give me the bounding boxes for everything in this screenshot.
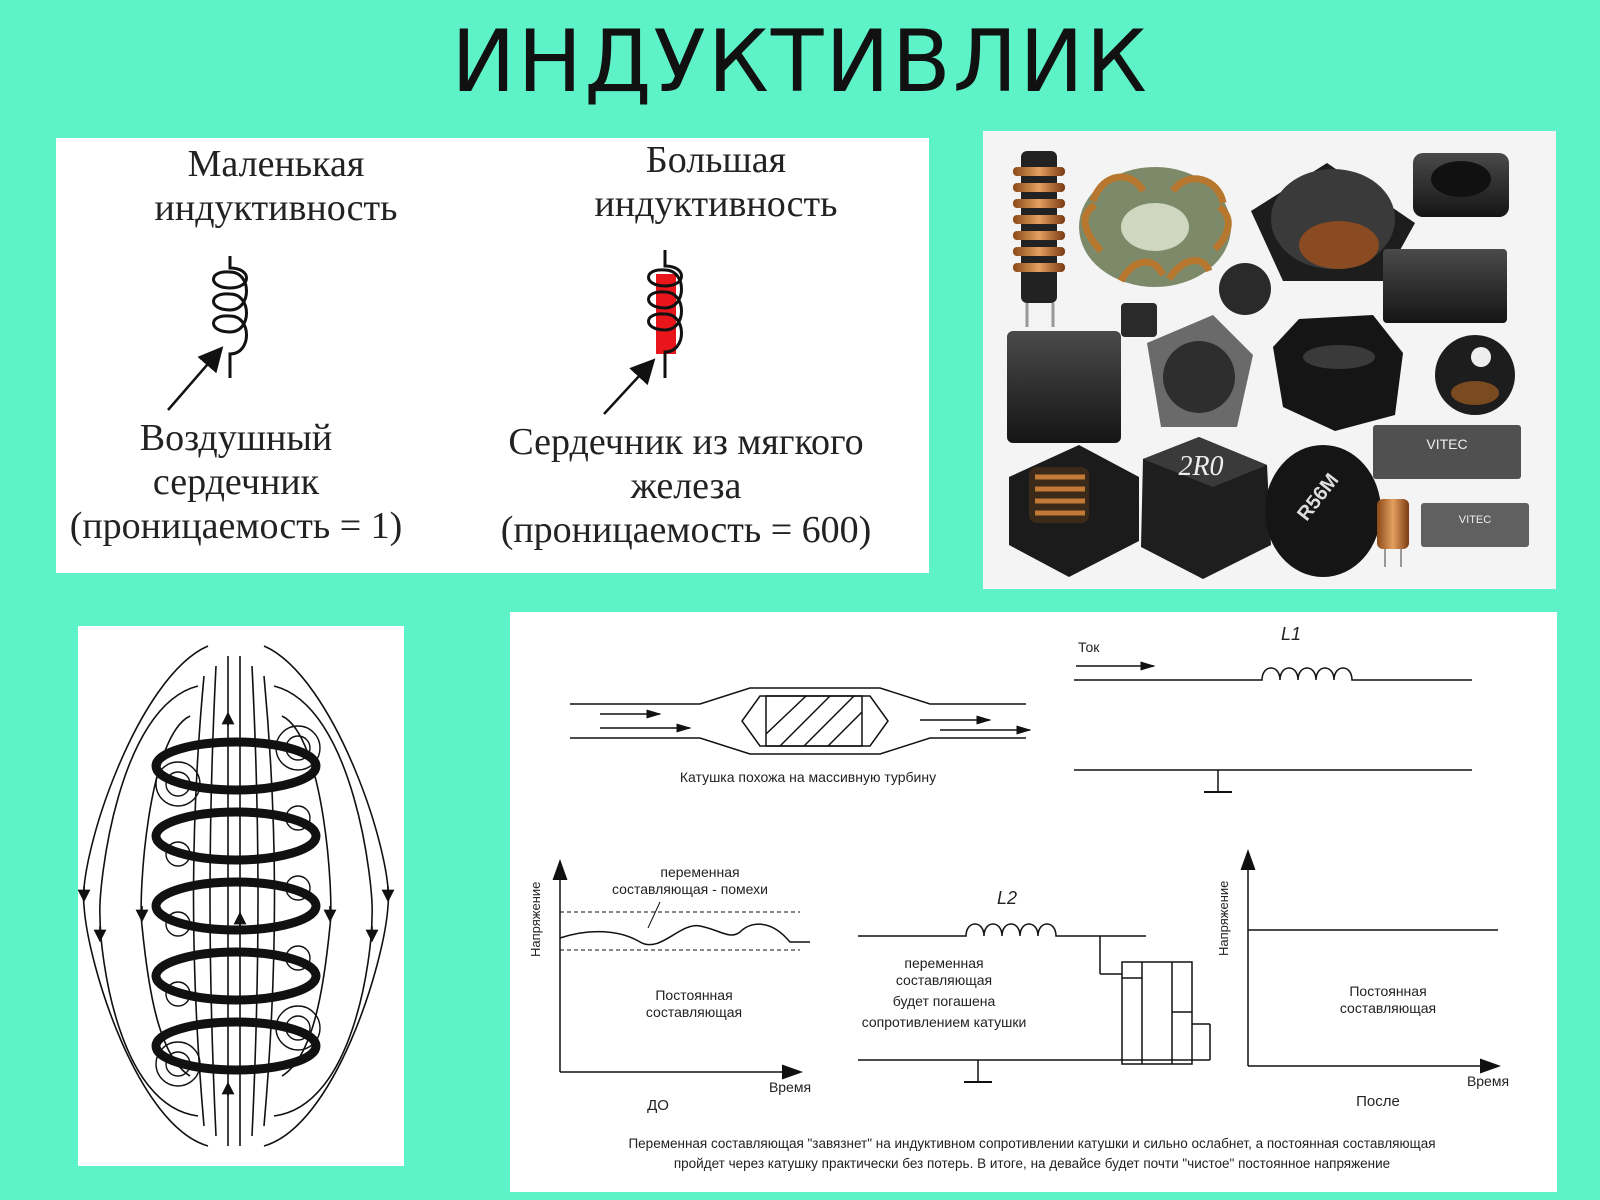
graph-before-axes	[552, 859, 803, 1080]
inductor-components-illustration: 2R0 R56M VITEC VITEC	[1007, 151, 1529, 579]
dc-label-after-1: Постоянная	[1349, 983, 1426, 999]
field-arrows	[78, 711, 395, 1096]
air-core-inductor-symbol	[212, 256, 248, 378]
filter-circuit-drawing: Катушка похожа на массивную турбину Ток …	[528, 624, 1509, 1171]
tiny-inductor	[1121, 303, 1157, 337]
turbine-caption: Катушка похожа на массивную турбину	[680, 769, 936, 785]
magnetic-field-drawing	[78, 645, 395, 1147]
wire-circles	[155, 725, 321, 1087]
graph-after-caption: После	[1356, 1093, 1400, 1110]
noise-pointer	[647, 901, 661, 929]
noise-wave	[559, 923, 810, 946]
svg-text:2R0: 2R0	[1178, 451, 1223, 482]
svg-text:VITEC: VITEC	[1426, 436, 1467, 452]
graph-before-xlabel: Время	[769, 1079, 811, 1095]
dc-label-after-2: составляющая	[1340, 1000, 1436, 1016]
open-frame-inductor	[1009, 445, 1139, 577]
graph-after-ylabel: Напряжение	[1216, 881, 1231, 956]
octagon-inductor	[1273, 315, 1403, 431]
small-radial-inductor	[1377, 499, 1409, 567]
graph-before-dashed	[560, 911, 800, 951]
l2-circuit	[858, 923, 1211, 1083]
graph-after-axes	[1240, 849, 1501, 1074]
small-inductance-label: Маленькая индуктивность	[154, 143, 398, 229]
l2-label: L2	[997, 888, 1017, 908]
ac-noise-label-2: составляющая - помехи	[612, 881, 768, 897]
page-title: ИНДУКТИВЛИК	[451, 12, 1149, 112]
iron-core-arrow	[603, 358, 656, 415]
ac-noise-label-1: переменная	[660, 864, 739, 880]
vitec-module: VITEC	[1373, 425, 1521, 479]
large-inductance-label: Большая индуктивность	[594, 139, 838, 225]
iron-core-label: Сердечник из мягкого железа (проницаемос…	[500, 421, 872, 551]
footer-line-2: пройдет через катушку практически без по…	[674, 1156, 1390, 1171]
rod-inductor	[1013, 151, 1065, 327]
small-vitec-module: VITEC	[1421, 503, 1529, 547]
toroid-choke	[1079, 167, 1232, 287]
coil-turns	[151, 737, 321, 1075]
inductor-symbols-drawing	[167, 250, 683, 415]
graph-before-ylabel: Напряжение	[528, 882, 543, 957]
cube-inductor-2r0: 2R0	[1141, 437, 1271, 579]
iron-core-inductor-symbol	[647, 250, 683, 378]
footer-line-1: Переменная составляющая "завязнет" на ин…	[628, 1136, 1435, 1151]
current-label: Ток	[1078, 639, 1100, 655]
shielded-inductor-left	[1007, 331, 1121, 443]
middle-text-4: сопротивлением катушки	[862, 1014, 1027, 1030]
square-smd-inductor	[1383, 249, 1507, 323]
dc-label-before-2: составляющая	[646, 1004, 742, 1020]
dome-smd-inductor	[1251, 163, 1415, 281]
graph-before-caption: ДО	[647, 1097, 669, 1114]
inductor-photos-panel: 2R0 R56M VITEC VITEC	[983, 131, 1556, 589]
dc-label-before-1: Постоянная	[655, 987, 732, 1003]
flow-arrows	[600, 709, 1032, 735]
round-inductor-470	[1219, 263, 1271, 315]
air-core-label: Воздушный сердечник (проницаемость = 1)	[69, 417, 403, 547]
middle-text-2: составляющая	[896, 972, 992, 988]
small-smd-inductor-top	[1413, 153, 1509, 217]
svg-text:VITEC: VITEC	[1459, 514, 1491, 526]
air-core-arrow	[167, 346, 224, 411]
l1-line	[1074, 667, 1472, 793]
middle-text-1: переменная	[904, 955, 983, 971]
middle-text-3: будет погашена	[893, 993, 996, 1009]
magnetic-field-panel	[78, 626, 404, 1166]
filter-circuit-panel: Катушка похожа на массивную турбину Ток …	[510, 612, 1557, 1192]
drum-inductor-r56m: R56M	[1265, 445, 1381, 577]
graph-after-xlabel: Время	[1467, 1073, 1509, 1089]
turbine-pipe	[570, 687, 1026, 755]
l1-label: L1	[1281, 624, 1301, 644]
small-round-black-inductor	[1435, 335, 1515, 415]
inductor-symbols-panel: Маленькая индуктивность Большая индуктив…	[56, 138, 929, 573]
round-shielded-inductor	[1147, 315, 1253, 427]
